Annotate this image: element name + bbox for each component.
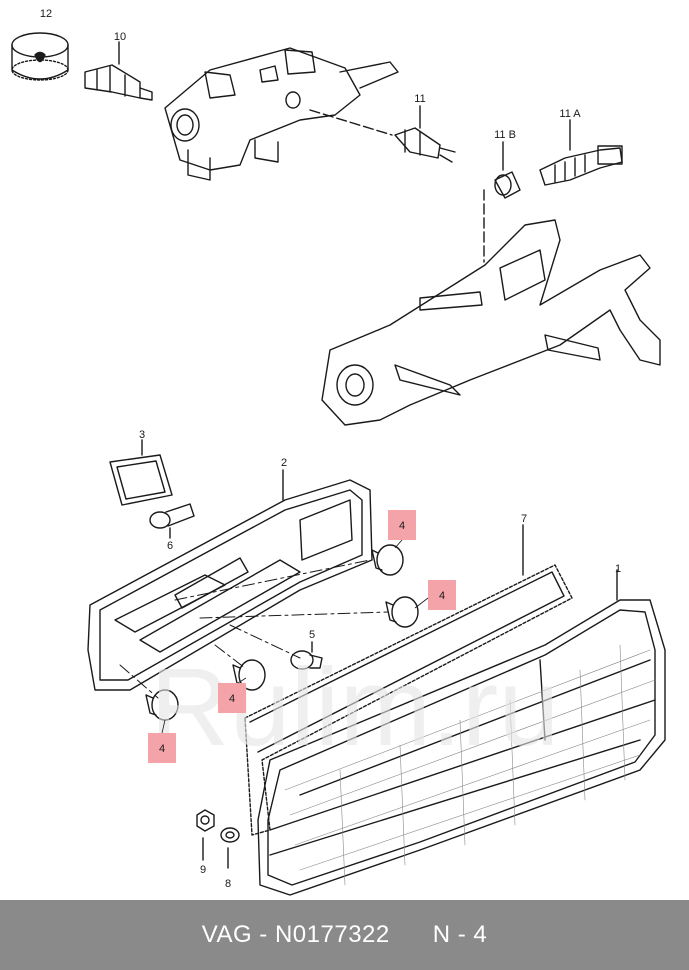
part-12-cap [11,32,69,81]
highlight-4-d: 4 [148,733,176,763]
callout-2: 2 [281,457,287,469]
part-4-bulb-a [371,544,404,576]
highlight-4-c: 4 [218,683,246,713]
callout-8: 8 [225,878,231,890]
callout-12: 12 [40,8,52,20]
pedal-bracket [321,219,661,426]
callout-4-a: 4 [399,520,405,532]
callout-5: 5 [309,629,315,641]
highlight-4-b: 4 [428,580,456,610]
part-4-bulb-b [385,596,419,628]
callout-1: 1 [615,563,621,575]
part-11b-bush [494,141,521,199]
tail-light-pattern [284,644,656,886]
callout-11b: 11 B [494,129,516,141]
part-3-gasket [109,439,173,506]
callout-10: 10 [114,31,126,43]
callout-11a: 11 A [559,108,581,120]
footer-bar: VAG - N0177322 N - 4 [0,900,689,970]
part-9-nut [196,809,215,861]
callout-3: 3 [139,429,145,441]
highlight-4-a: 4 [388,510,416,540]
part-11a-switch [539,119,623,186]
part-6-bulb [149,503,195,539]
part-1-tail-light [257,569,666,896]
callout-4-b: 4 [439,590,445,602]
callout-9: 9 [200,864,206,876]
part-10-switch [84,41,153,101]
watermark-text: Rulim.ru [150,646,560,769]
footer-part-number: VAG - N0177322 N - 4 [201,921,488,948]
part-5-bulb [290,641,323,670]
part-11-switch [394,105,456,163]
part-8-washer [220,827,240,869]
callout-7: 7 [521,513,527,525]
callout-4-c: 4 [229,693,235,705]
parts-diagram: Rulim.ru 12 10 11 11 B 11 A 3 2 7 6 1 5 … [11,8,666,896]
part-7-seal [244,524,573,836]
callout-4-d: 4 [159,743,165,755]
master-cylinder [164,47,399,181]
callout-6: 6 [167,540,173,552]
callout-11: 11 [414,93,425,105]
part-2-bulb-holder [87,469,373,691]
